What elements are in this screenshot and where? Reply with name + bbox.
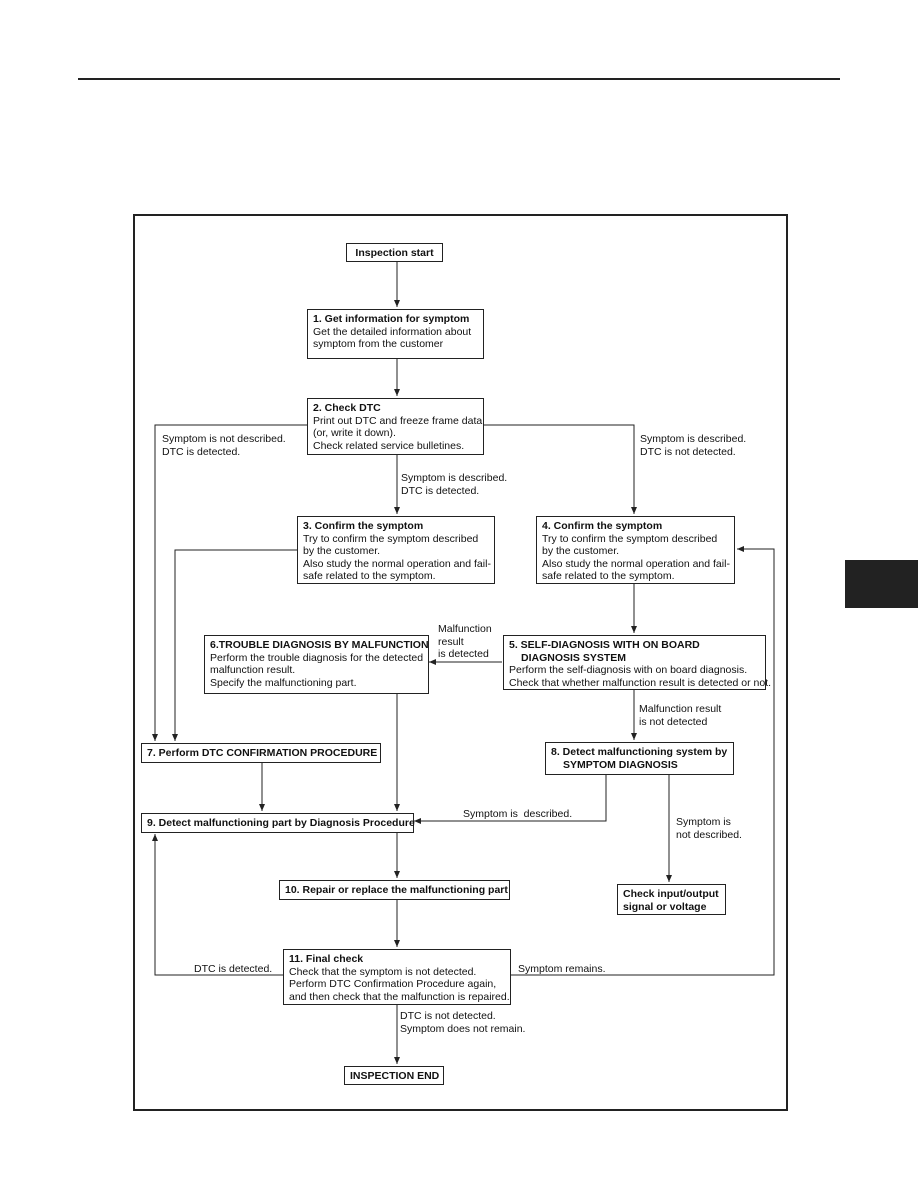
node-desc: Perform the trouble diagnosis for the de…	[210, 651, 424, 689]
node-title-line2: DIAGNOSIS SYSTEM	[521, 651, 627, 664]
edge-step11-step4	[511, 546, 775, 976]
node-desc: Print out DTC and freeze frame data (or,…	[313, 414, 483, 452]
node-step10: 10. Repair or replace the malfunctioning…	[279, 880, 510, 900]
label-described-dtc-not-detected: Symptom is described. DTC is not detecte…	[640, 433, 747, 458]
node-title: 1. Get information for symptom	[313, 313, 470, 325]
node-inspection-start: Inspection start	[346, 243, 443, 262]
label-symptom-remains: Symptom remains.	[518, 963, 606, 975]
label-symptom-not-described: Symptom is not described.	[676, 816, 742, 841]
node-step7: 7. Perform DTC CONFIRMATION PROCEDURE	[141, 743, 381, 763]
node-title-line2: SYMPTOM DIAGNOSIS	[563, 758, 678, 771]
edge-step2-step7	[152, 424, 307, 741]
node-desc: Try to confirm the symptom described by …	[303, 532, 491, 583]
node-desc: Try to confirm the symptom described by …	[542, 532, 730, 583]
label-dtc-detected: DTC is detected.	[194, 963, 273, 975]
label-malfunction-detected: Malfunction result is detected	[438, 623, 492, 661]
node-title: 4. Confirm the symptom	[542, 520, 663, 532]
node-check-input-output: Check input/output signal or voltage	[617, 884, 726, 915]
node-step6: 6.TROUBLE DIAGNOSIS BY MALFUNCTION Perfo…	[204, 635, 429, 694]
node-title: INSPECTION END	[350, 1070, 440, 1082]
node-title: 2. Check DTC	[313, 402, 381, 414]
node-step5: 5. SELF-DIAGNOSIS WITH ON BOARD DIAGNOSI…	[503, 635, 772, 690]
node-inspection-end: INSPECTION END	[344, 1066, 444, 1085]
node-title: 8. Detect malfunctioning system by	[551, 746, 728, 758]
edge-step11-step9	[152, 834, 283, 976]
node-title: 7. Perform DTC CONFIRMATION PROCEDURE	[147, 747, 378, 759]
node-step1: 1. Get information for symptom Get the d…	[307, 309, 484, 359]
node-step11: 11. Final check Check that the symptom i…	[283, 949, 511, 1005]
label-dtc-not-detected-end: DTC is not detected. Symptom does not re…	[400, 1010, 526, 1035]
node-step8: 8. Detect malfunctioning system by SYMPT…	[545, 742, 734, 775]
edge-step8-step9	[414, 774, 607, 824]
node-desc: Get the detailed information about sympt…	[313, 325, 472, 351]
node-step2: 2. Check DTC Print out DTC and freeze fr…	[307, 398, 484, 455]
node-title: 11. Final check	[289, 953, 364, 965]
flowchart-frame	[133, 214, 788, 1111]
node-title: Inspection start	[355, 247, 434, 259]
edge-step3-step7	[172, 549, 304, 741]
node-step4: 4. Confirm the symptom Try to confirm th…	[536, 516, 735, 584]
section-tab	[845, 560, 918, 608]
node-title: Check input/output signal or voltage	[623, 888, 719, 913]
label-described-dtc-detected: Symptom is described. DTC is detected.	[401, 472, 508, 497]
node-desc: Check that the symptom is not detected. …	[289, 965, 510, 1003]
label-symptom-described: Symptom is described.	[463, 808, 573, 820]
label-not-described-dtc-detected: Symptom is not described. DTC is detecte…	[162, 433, 286, 458]
label-malfunction-not-detected: Malfunction result is not detected	[639, 703, 722, 728]
node-title: 3. Confirm the symptom	[303, 520, 424, 532]
node-step9: 9. Detect malfunctioning part by Diagnos…	[141, 813, 415, 833]
node-title: 10. Repair or replace the malfunctioning…	[285, 884, 508, 896]
node-title: 5. SELF-DIAGNOSIS WITH ON BOARD	[509, 639, 700, 651]
edge-step2-step4	[483, 424, 637, 514]
node-title: 9. Detect malfunctioning part by Diagnos…	[147, 817, 415, 829]
header-rule	[78, 78, 840, 80]
node-desc: Perform the self-diagnosis with on board…	[509, 664, 772, 689]
node-step3: 3. Confirm the symptom Try to confirm th…	[297, 516, 495, 584]
node-title: 6.TROUBLE DIAGNOSIS BY MALFUNCTION	[210, 639, 429, 651]
